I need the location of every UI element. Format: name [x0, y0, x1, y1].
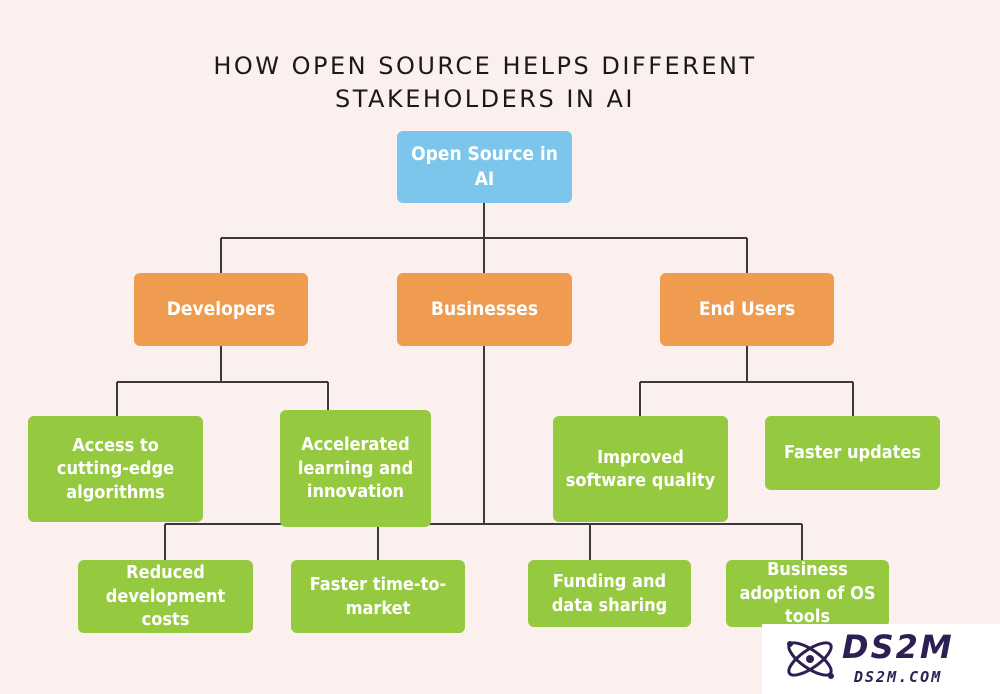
improved-quality-node: Improved software quality	[553, 416, 728, 522]
faster-updates-label: Faster updates	[784, 442, 921, 464]
reduced-costs-node: Reduced development costs	[78, 560, 253, 633]
businesses-node: Businesses	[397, 273, 572, 346]
atom-icon	[787, 641, 834, 679]
improved-quality-label: Improved software quality	[565, 446, 716, 491]
developers-node: Developers	[134, 273, 308, 346]
diagram-title: HOW OPEN SOURCE HELPS DIFFERENT STAKEHOL…	[0, 50, 970, 116]
logo-url: DS2M.COM	[854, 668, 943, 686]
accelerated-learning-node: Accelerated learning and innovation	[280, 410, 431, 527]
business-adoption-node: Business adoption of OS tools	[726, 559, 889, 628]
business-adoption-label: Business adoption of OS tools	[739, 559, 876, 628]
funding-sharing-label: Funding and data sharing	[551, 571, 668, 616]
access-algorithms-label: Access to cutting-edge algorithms	[56, 434, 175, 503]
faster-market-node: Faster time-to-market	[291, 560, 465, 633]
reduced-costs-label: Reduced development costs	[105, 562, 226, 631]
funding-sharing-node: Funding and data sharing	[528, 560, 691, 627]
logo-wordmark: DS2M	[842, 628, 954, 666]
faster-market-label: Faster time-to-market	[309, 574, 447, 619]
accelerated-learning-label: Accelerated learning and innovation	[297, 434, 414, 503]
end-users-label: End Users	[698, 298, 796, 321]
businesses-label: Businesses	[430, 298, 539, 321]
ds2m-logo: DS2M DS2M.COM	[762, 624, 1000, 694]
developers-label: Developers	[166, 298, 276, 321]
title-line-2: STAKEHOLDERS IN AI	[335, 85, 635, 113]
faster-updates-node: Faster updates	[765, 416, 940, 490]
end-users-node: End Users	[660, 273, 834, 346]
root-label: Open Source in AI	[411, 143, 558, 190]
title-line-1: HOW OPEN SOURCE HELPS DIFFERENT	[213, 52, 757, 80]
access-algorithms-node: Access to cutting-edge algorithms	[28, 416, 203, 522]
root-node: Open Source in AI	[397, 131, 572, 203]
